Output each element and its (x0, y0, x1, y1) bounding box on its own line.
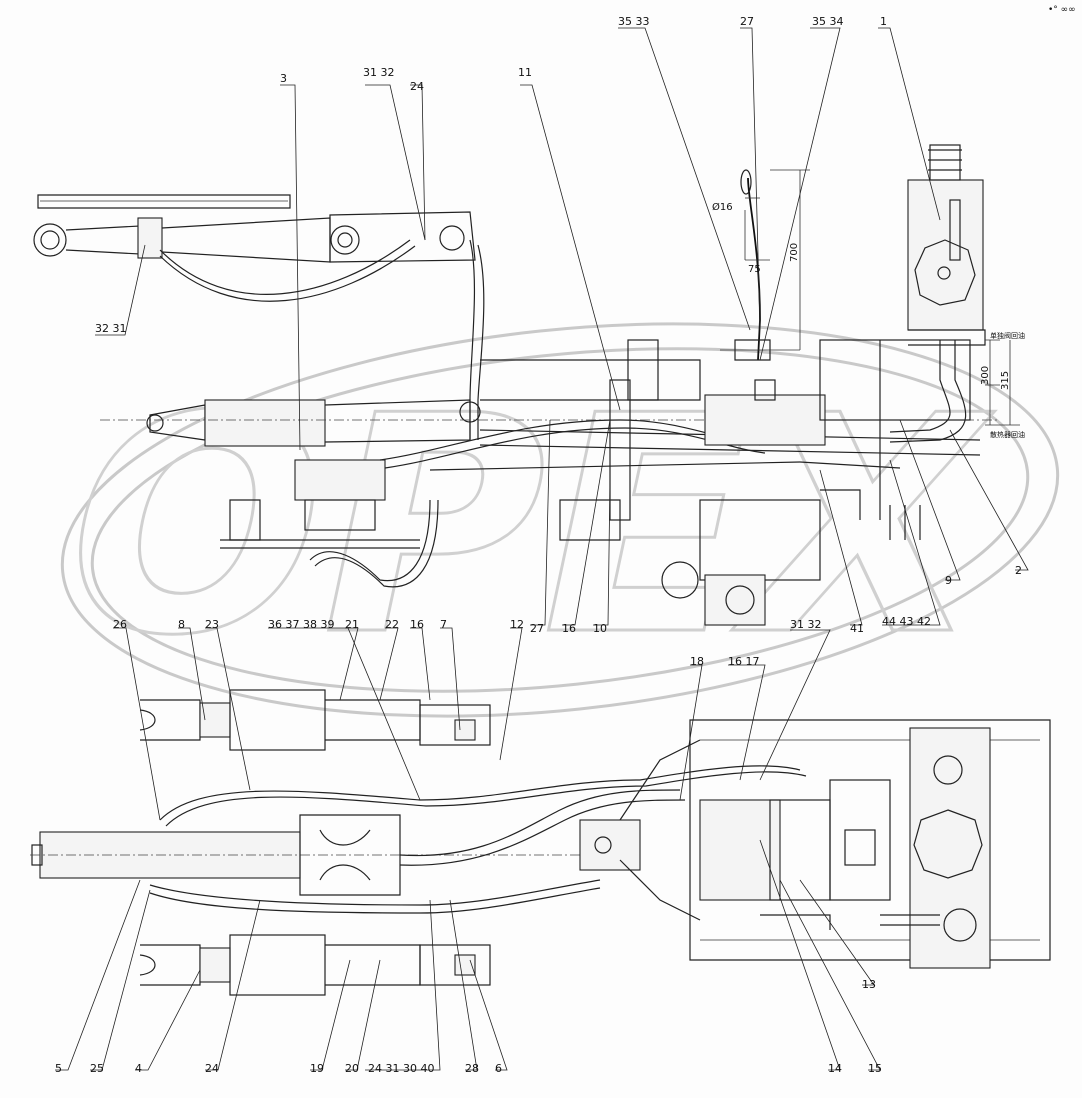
label-35-34: 35 34 (812, 15, 844, 28)
label-14: 14 (828, 1062, 842, 1075)
label-36-39: 36 37 38 39 (268, 618, 334, 631)
label-24-b: 24 (205, 1062, 219, 1075)
dim-300: 300 (980, 366, 991, 385)
corner-mark: •° ∞∞ (1048, 5, 1076, 15)
label-8: 8 (178, 618, 185, 631)
watermark-logo: OPEX (29, 322, 1060, 718)
label-2: 2 (1015, 564, 1022, 577)
dim-75: 75 (748, 264, 761, 275)
dim-700: 700 (789, 243, 800, 262)
label-16-17: 16 17 (728, 655, 760, 668)
bottom-view (30, 689, 1051, 996)
label-13: 13 (862, 978, 876, 991)
label-41: 41 (850, 622, 864, 635)
dimension-labels: Ø16 75 700 300 315 单独阀回油 散热器回油 (712, 201, 1025, 439)
label-21: 21 (345, 618, 359, 631)
note-radiator-return: 散热器回油 (990, 430, 1025, 439)
label-18: 18 (690, 655, 704, 668)
watermark-text: OPEX (31, 351, 1017, 701)
label-7: 7 (440, 618, 447, 631)
label-44-43-42: 44 43 42 (882, 615, 931, 628)
label-5: 5 (55, 1062, 62, 1075)
label-27-mid: 27 (530, 622, 544, 635)
label-20: 20 (345, 1062, 359, 1075)
label-35-33: 35 33 (618, 15, 650, 28)
label-11: 11 (518, 66, 532, 79)
label-24-31-30-40: 24 31 30 40 (368, 1062, 434, 1075)
dim-diameter-16: Ø16 (712, 201, 733, 213)
label-12: 12 (510, 618, 524, 631)
label-3: 3 (280, 72, 287, 85)
label-31-32-b: 31 32 (790, 618, 822, 631)
label-16-mid: 16 (562, 622, 576, 635)
label-28: 28 (465, 1062, 479, 1075)
label-16-b: 16 (410, 618, 424, 631)
label-23: 23 (205, 618, 219, 631)
leader-lines (55, 27, 1029, 1071)
label-32-31-left: 32 31 (95, 322, 127, 335)
label-27-top: 27 (740, 15, 754, 28)
label-10: 10 (593, 622, 607, 635)
label-15: 15 (868, 1062, 882, 1075)
label-19: 19 (310, 1062, 324, 1075)
label-25: 25 (90, 1062, 104, 1075)
note-valve-return: 单独阀回油 (990, 331, 1025, 340)
label-1: 1 (880, 15, 887, 28)
label-26: 26 (113, 618, 127, 631)
callout-labels: 3 31 32 24 11 35 33 27 35 34 1 32 31 27 … (55, 15, 1022, 1075)
label-4: 4 (135, 1062, 142, 1075)
label-31-32-top: 31 32 (363, 66, 395, 79)
dim-315: 315 (1000, 371, 1011, 390)
label-22: 22 (385, 618, 399, 631)
label-24-top: 24 (410, 80, 424, 93)
label-6: 6 (495, 1062, 502, 1075)
label-9: 9 (945, 574, 952, 587)
